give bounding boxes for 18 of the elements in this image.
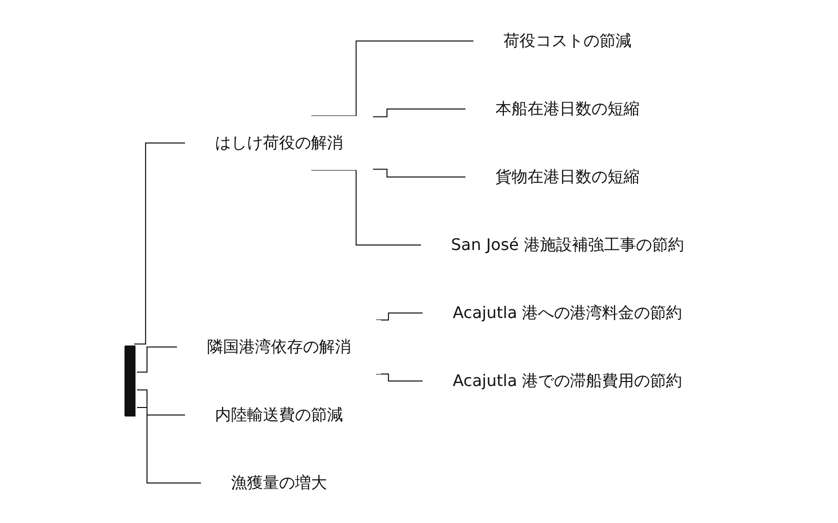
node-text: 貨物在港日数の短縮	[495, 166, 639, 186]
node-text: 本船在港日数の短縮	[495, 98, 639, 118]
connector	[372, 108, 466, 117]
node-text: Acajutla 港での滞船費用の節約	[452, 370, 682, 390]
connector	[136, 346, 178, 372]
node-text: Acajutla 港への港湾料金の節約	[452, 302, 682, 322]
node-text: 荷役コストの節減	[503, 30, 631, 50]
connector	[372, 168, 466, 177]
node-text: 内陸輸送費の節減	[214, 404, 343, 424]
node-text: 隣国港湾依存の解消	[206, 336, 351, 356]
connector	[310, 169, 422, 245]
connector	[374, 312, 423, 320]
connector	[136, 388, 186, 415]
connector	[374, 373, 423, 381]
node-text: 漁獲量の増大	[230, 472, 327, 492]
node-text: San José 港施設補強工事の節約	[450, 234, 684, 254]
connector	[133, 142, 186, 344]
connector	[136, 406, 202, 483]
